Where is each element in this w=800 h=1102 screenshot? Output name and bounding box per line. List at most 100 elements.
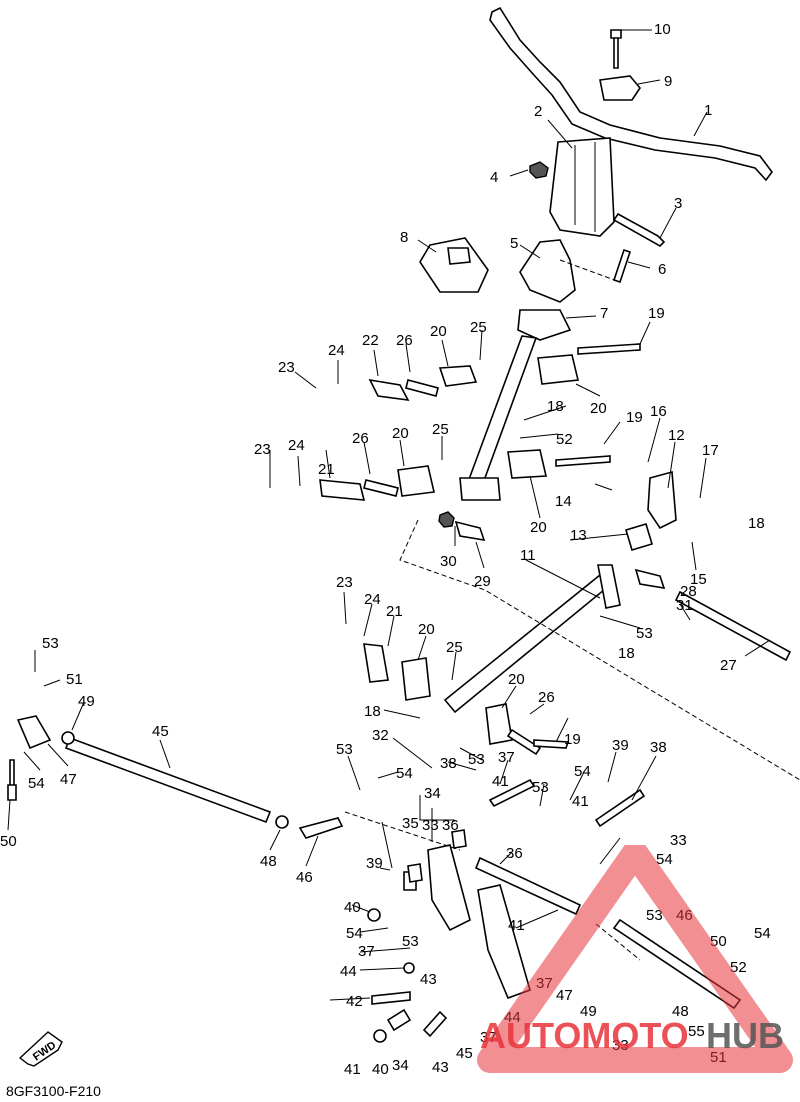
bolt-3: [612, 212, 666, 247]
watermark-text-dark: HUB: [706, 1015, 784, 1056]
nut-49: [275, 815, 289, 829]
callout-label: 33: [422, 817, 439, 834]
callout-label: 25: [446, 639, 463, 656]
callout-label: 9: [664, 73, 672, 90]
joint-28: [634, 568, 666, 590]
callout-label: 20: [590, 400, 607, 417]
relay-rod: [474, 856, 582, 916]
callout-label: 21: [318, 461, 335, 478]
watermark-text-red: AUTOMOTO: [480, 1015, 689, 1056]
callout-label: 46: [296, 869, 313, 886]
callout-label: 31: [676, 597, 693, 614]
callout-label: 1: [704, 102, 712, 119]
callout-label: 18: [618, 645, 635, 662]
callout-label: 42: [346, 993, 363, 1010]
callout-label: 48: [260, 853, 277, 870]
callout-label: 32: [372, 727, 389, 744]
bolt-51-left: [7, 759, 17, 801]
bushing-36-b: [451, 829, 467, 849]
callout-label: 8: [400, 229, 408, 246]
callout-label: 49: [580, 1003, 597, 1020]
link-22: [368, 378, 410, 401]
pin-40-b: [386, 1008, 412, 1032]
callout-label: 3: [674, 195, 682, 212]
callout-label: 47: [60, 771, 77, 788]
callout-label: 38: [440, 755, 457, 772]
callout-label: 30: [440, 553, 457, 570]
callout-label: 23: [254, 441, 271, 458]
callout-label: 49: [78, 693, 95, 710]
callout-label: 54: [28, 775, 45, 792]
callout-label: 19: [626, 409, 643, 426]
callout-label: 38: [650, 739, 667, 756]
cover-8: [419, 237, 489, 293]
callout-label: 18: [748, 515, 765, 532]
cross-shaft-11: [443, 573, 612, 714]
bolt-19-c: [533, 739, 570, 749]
tie-rod-46-left: [64, 736, 272, 824]
tie-rod-27: [674, 590, 792, 662]
callout-label: 54: [396, 765, 413, 782]
callout-label: 4: [490, 169, 498, 186]
callout-label: 39: [366, 855, 383, 872]
bracket-20-c: [397, 465, 435, 497]
callout-label: 35: [402, 815, 419, 832]
nut-4: [529, 161, 549, 179]
callout-label: 7: [600, 305, 608, 322]
callout-label: 53: [468, 751, 485, 768]
callout-label: 19: [648, 305, 665, 322]
washer-45: [403, 962, 415, 974]
handlebar-holder: [549, 137, 615, 237]
tie-rod-end-47: [298, 817, 344, 839]
callout-label: 40: [344, 899, 361, 916]
callout-label: 13: [570, 527, 587, 544]
callout-label: 53: [646, 907, 663, 924]
bracket-20-a: [438, 365, 478, 387]
callout-label: 36: [442, 817, 459, 834]
callout-label: 6: [658, 261, 666, 278]
callout-label: 16: [650, 403, 667, 420]
bolt-43-a: [371, 991, 411, 1005]
callout-label: 22: [362, 332, 379, 349]
forward-direction-icon: FWD: [18, 1031, 63, 1067]
bolt-38-a: [488, 778, 536, 808]
bolt-6: [612, 248, 632, 284]
bushing-36-a: [407, 863, 423, 883]
callout-label: 26: [396, 332, 413, 349]
callout-label: 24: [364, 591, 381, 608]
column-holder-5: [519, 239, 576, 303]
callout-label: 40: [372, 1061, 389, 1078]
callout-label: 53: [42, 635, 59, 652]
callout-label: 18: [547, 398, 564, 415]
handlebar: [489, 6, 773, 182]
watermark-triangle-icon: [477, 845, 793, 1073]
callout-label: 54: [656, 851, 673, 868]
washer-41-b: [373, 1029, 387, 1043]
callout-label: 19: [564, 731, 581, 748]
callout-label: 36: [506, 845, 523, 862]
pitman-arm-left: [427, 844, 471, 932]
callout-label: 25: [470, 319, 487, 336]
callout-label: 34: [392, 1057, 409, 1074]
tie-rod-end-48: [16, 715, 52, 750]
callout-label: 53: [336, 741, 353, 758]
watermark-logo: AUTOMOTO HUB: [477, 845, 793, 1073]
callout-label: 52: [556, 431, 573, 448]
parts-artwork: [7, 6, 792, 1043]
callout-label: 2: [534, 103, 542, 120]
callout-label: 20: [430, 323, 447, 340]
callout-label: 41: [572, 793, 589, 810]
callout-label: 14: [555, 493, 572, 510]
callout-label: 39: [612, 737, 629, 754]
washer-41-a: [367, 908, 381, 922]
clamp-9: [599, 75, 641, 101]
callout-label: 26: [352, 430, 369, 447]
bolt-19-b: [555, 455, 611, 467]
bracket-20-b: [537, 354, 579, 385]
bracket-20-f: [485, 703, 513, 745]
steering-column-7: [517, 309, 572, 341]
callout-label: 51: [66, 671, 83, 688]
callout-label: 26: [538, 689, 555, 706]
nut-30: [438, 511, 455, 528]
callout-label: 25: [432, 421, 449, 438]
